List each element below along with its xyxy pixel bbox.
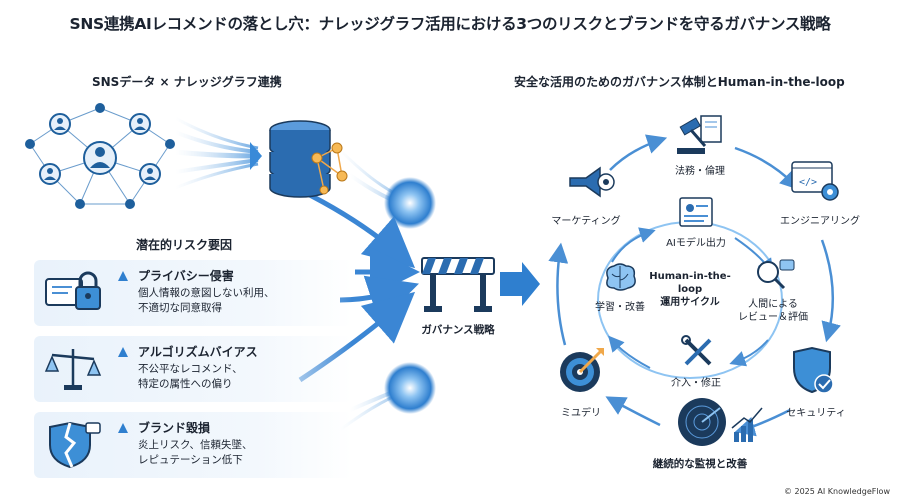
scales-icon <box>44 349 102 390</box>
warning-icon <box>118 423 128 433</box>
energy-orb-top <box>384 177 436 229</box>
risk-title: ブランド毀損 <box>138 421 211 435</box>
outer-label-monitoring: 継続的な監視と改善 <box>652 458 748 470</box>
review-icon <box>757 259 795 290</box>
tools-icon <box>681 335 712 366</box>
svg-text:</>: </> <box>799 177 817 188</box>
risk-card-privacy: プライバシー侵害 個人情報の意図しない利用、 不適切な同意取得 <box>34 260 352 326</box>
warning-icon <box>118 347 128 357</box>
risk-card-brand: ブランド毀損 炎上リスク、信頼失墜、 レピュテーション低下 <box>34 412 352 478</box>
broken-shield-icon <box>49 421 101 469</box>
risk-title: アルゴリズムバイアス <box>138 345 258 359</box>
risk-description: 炎上リスク、信頼失墜、 レピュテーション低下 <box>138 439 253 466</box>
data-stream <box>174 116 259 190</box>
gavel-icon <box>677 115 722 154</box>
knowledge-graph-database-icon <box>269 120 348 198</box>
governance-label: ガバナンス戦略 <box>421 324 495 336</box>
inner-label-learning: 学習・改善 <box>595 302 645 313</box>
risk-description: 不公平なレコメンド、 特定の属性への偏り <box>138 363 243 390</box>
risks-heading: 潜在的リスク要因 <box>136 238 233 252</box>
risk-description: 個人情報の意図しない利用、 不適切な同意取得 <box>138 287 275 314</box>
left-heading: SNSデータ × ナレッジグラフ連携 <box>92 75 282 89</box>
padlock-icon <box>45 271 101 310</box>
outer-label-misc: ミユデリ <box>561 408 601 419</box>
risk-card-bias: アルゴリズムバイアス 不公平なレコメンド、 特定の属性への偏り <box>34 336 352 402</box>
inner-label-ai-output: AIモデル出力 <box>666 238 726 249</box>
social-network-icon <box>25 103 175 209</box>
warning-icon <box>118 271 128 281</box>
shield-check-icon <box>793 346 834 394</box>
brain-icon <box>606 263 636 291</box>
outer-label-legal: 法務・倫理 <box>675 166 725 177</box>
radar-icon <box>678 398 763 446</box>
code-gear-icon: </> <box>791 161 839 201</box>
right-heading: 安全な活用のためのガバナンス体制とHuman-in-the-loop <box>514 75 845 89</box>
hitl-label: Human-in-the-loop 運用サイクル <box>649 271 731 308</box>
page-title: SNS連携AIレコメンドの落とし穴：ナレッジグラフ活用における3つのリスクとブラ… <box>69 15 831 33</box>
footer-copyright: © 2025 AI KnowledgeFlow <box>783 487 890 496</box>
inner-label-intervention: 介入・修正 <box>671 378 721 389</box>
megaphone-icon <box>569 166 615 198</box>
energy-orb-bottom <box>384 362 436 414</box>
ai-output-icon <box>679 197 713 227</box>
inner-label-review: 人間による レビュー＆評価 <box>738 299 808 323</box>
right-arrow <box>500 262 540 306</box>
outer-label-engineering: エンジニアリング <box>780 216 860 227</box>
outer-label-marketing: マーケティング <box>551 216 621 227</box>
target-arrow-icon <box>560 348 604 392</box>
risk-title: プライバシー侵害 <box>138 269 234 283</box>
barrier-icon <box>421 257 495 312</box>
outer-label-security: セキュリティ <box>786 408 846 419</box>
